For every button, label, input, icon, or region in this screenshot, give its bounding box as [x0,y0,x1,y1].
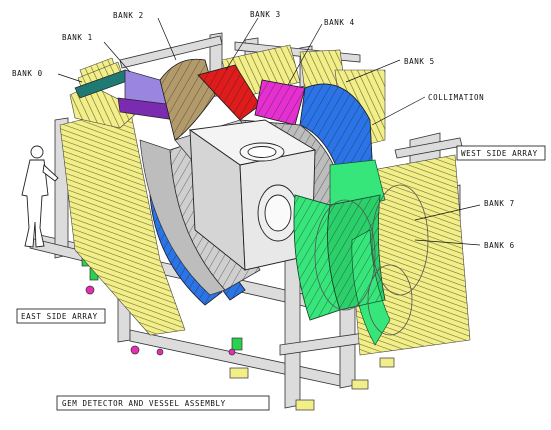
label-bank-3: BANK 3 [250,10,281,19]
east-side-array-box: EAST SIDE ARRAY [16,308,106,324]
bank-2-wedge [159,58,216,141]
label-west-side-array: WEST SIDE ARRAY [461,149,538,158]
label-bank-2: BANK 2 [113,11,144,20]
bank-4-wedge [254,79,306,126]
label-east-side-array: EAST SIDE ARRAY [21,312,98,321]
title-box: GEM DETECTOR AND VESSEL ASSEMBLY [56,395,270,411]
west-side-array-box: WEST SIDE ARRAY [456,145,546,161]
label-bank-0: BANK 0 [12,69,43,78]
leader-lines [57,17,481,246]
label-bank-5: BANK 5 [404,57,435,66]
label-bank-6: BANK 6 [484,241,515,250]
label-bank-7: BANK 7 [484,199,515,208]
west-green-collimators [293,159,391,346]
person-figure [21,145,59,248]
west-rings [314,184,429,336]
bank-1-wedge [117,69,176,121]
label-bank-4: BANK 4 [324,18,355,27]
diagram-title: GEM DETECTOR AND VESSEL ASSEMBLY [62,399,226,408]
label-bank-1: BANK 1 [62,33,93,42]
label-collimation: COLLIMATION [428,93,484,102]
bank-labels: BANK 0 BANK 1 BANK 2 BANK 3 BANK 4 BANK … [12,10,515,250]
